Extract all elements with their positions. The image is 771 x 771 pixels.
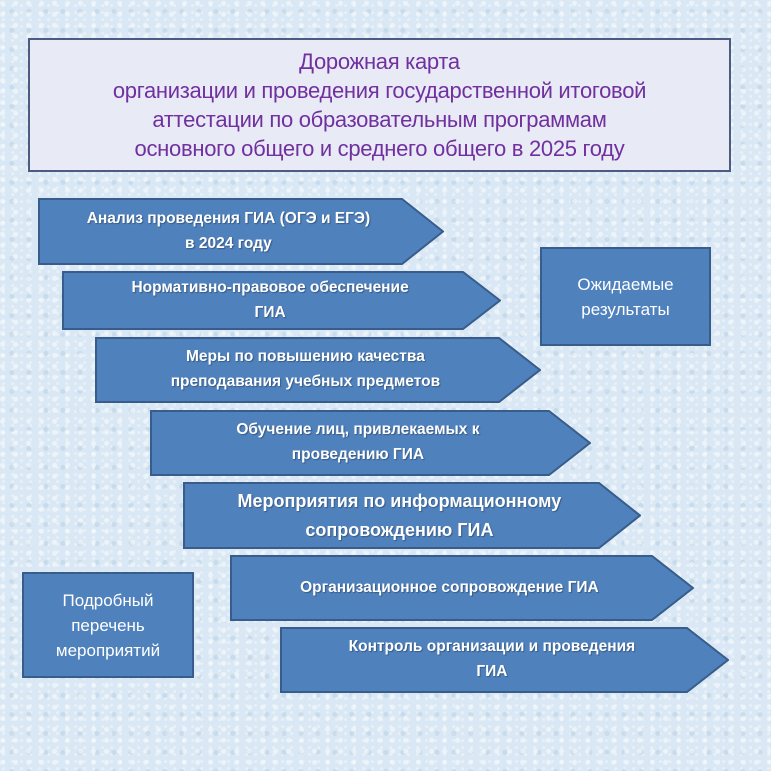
title-line: организации и проведения государственной… [112, 78, 647, 103]
expected-results-line: Ожидаемые [577, 274, 674, 294]
step-text-line: Обучение лиц, привлекаемых к [236, 421, 480, 439]
roadmap-step-3[interactable]: Меры по повышению качества преподавания у… [95, 337, 541, 403]
arrow-shape [38, 198, 444, 265]
step-text-line: ГИА [254, 303, 286, 321]
step-text-line: проведению ГИА [291, 446, 425, 463]
title-box: Дорожная карта организации и проведения … [28, 38, 731, 172]
step-text-line: Нормативно-правовое обеспечение [131, 278, 409, 296]
arrow-shape [62, 271, 501, 330]
step-text-line: Мероприятия по информационному [237, 490, 562, 511]
roadmap-step-4[interactable]: Обучение лиц, привлекаемых к проведению Г… [150, 410, 591, 476]
step-text-line: в 2024 году [185, 234, 272, 252]
detailed-list-box[interactable]: Подробный перечень мероприятий [22, 572, 194, 678]
step-text-line: сопровождению ГИА [305, 519, 494, 540]
step-text-line: Контроль организации и проведения [348, 638, 636, 656]
title-line: аттестации по образовательным программам [152, 107, 607, 132]
roadmap-step-1[interactable]: Анализ проведения ГИА (ОГЭ и ЕГЭ) в 2024 … [38, 198, 444, 265]
arrow-shape [183, 482, 641, 549]
step-text-line: Организационное сопровождение ГИА [300, 578, 599, 596]
step-text-line: Меры по повышению качества [186, 348, 425, 366]
detailed-list-line: мероприятий [55, 640, 161, 660]
detailed-list-line: перечень [71, 615, 145, 635]
arrow-shape [95, 337, 541, 403]
expected-results-line: результаты [581, 299, 670, 319]
title-line: основного общего и среднего общего в 202… [134, 136, 625, 161]
arrow-shape [280, 627, 729, 693]
detailed-list-line: Подробный [62, 590, 154, 610]
step-text-line: Анализ проведения ГИА (ОГЭ и ЕГЭ) [86, 209, 371, 227]
expected-results-box[interactable]: Ожидаемые результаты [540, 247, 711, 346]
title-line: Дорожная карта [299, 49, 460, 74]
step-text-line: преподавания учебных предметов [170, 373, 441, 390]
arrow-shape [150, 410, 591, 476]
roadmap-step-5[interactable]: Мероприятия по информационному сопровожде… [183, 482, 641, 549]
step-text-line: ГИА [476, 663, 508, 680]
roadmap-step-6[interactable]: Организационное сопровождение ГИА [230, 555, 694, 621]
arrow-shape [230, 555, 694, 621]
